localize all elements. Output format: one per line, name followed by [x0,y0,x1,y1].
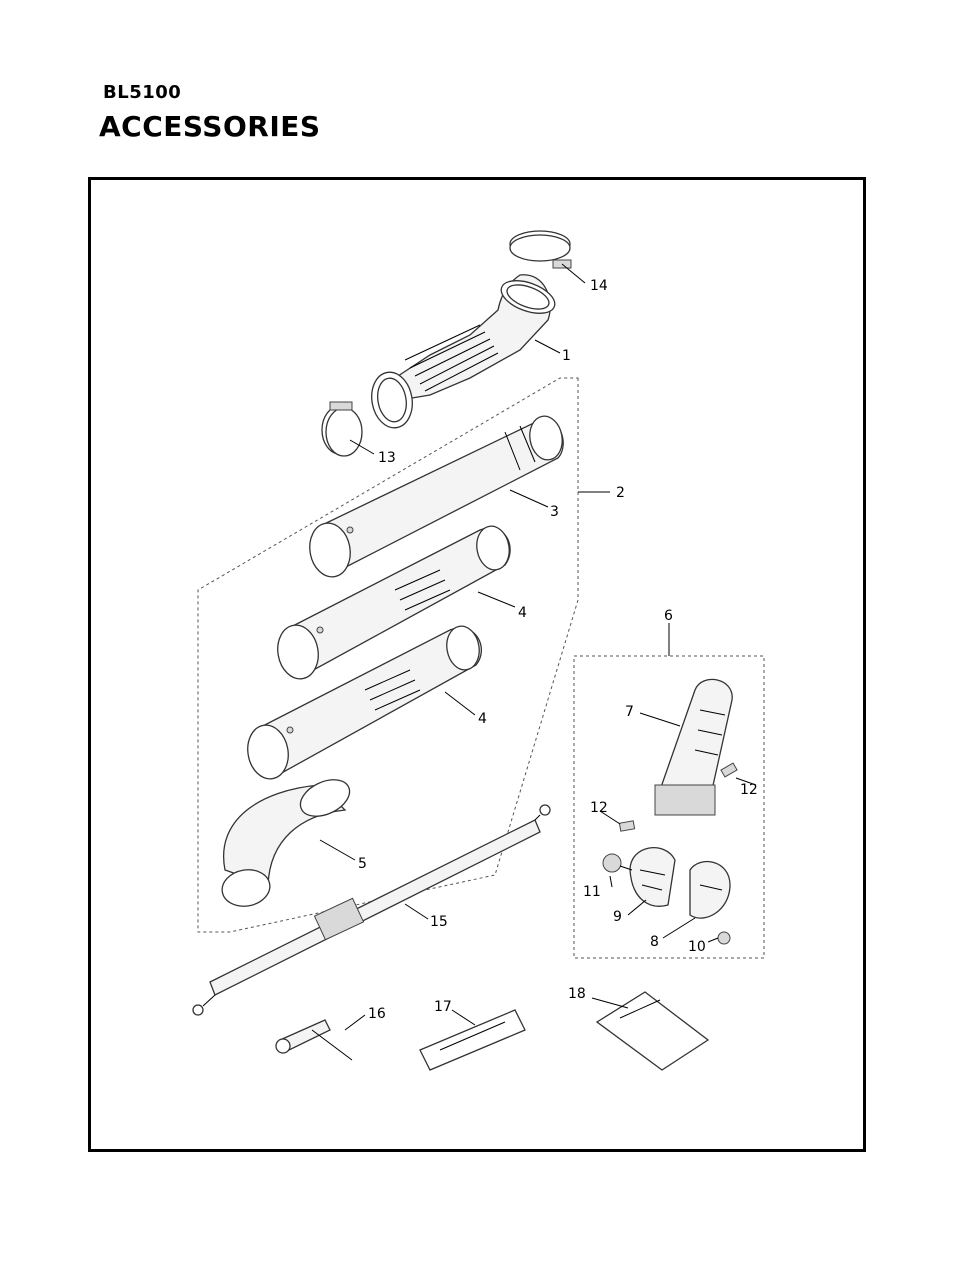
part-10-nut [717,931,731,945]
part-8-clamp-half [689,861,731,919]
callout-13: 13 [378,450,396,466]
callout-10: 10 [688,939,706,955]
callout-11: 11 [583,884,601,900]
part-18-owner-manual [595,991,710,1071]
part-17-decal-sheet [419,1009,526,1071]
callout-15: 15 [430,914,448,930]
part-1-flex-pipe [371,274,556,429]
callout-7: 7 [625,704,634,720]
leader-lines [319,263,757,1031]
part-7-handle [654,678,733,816]
part-5-curved-nozzle [221,779,351,907]
callout-12-left: 12 [590,800,608,816]
part-3-pipe [309,415,564,578]
callout-16: 16 [368,1006,386,1022]
callout-17: 17 [434,999,452,1015]
callout-2: 2 [616,485,625,501]
part-14-hose-clamp [509,230,572,269]
callout-4-lower: 4 [478,711,487,727]
callout-3: 3 [550,504,559,520]
part-4-slotted-pipe-lower [247,625,482,780]
part-11-knob [602,853,633,873]
callout-9: 9 [613,909,622,925]
callout-5: 5 [358,856,367,872]
part-12-screw-left [618,820,636,832]
callout-1: 1 [562,348,571,364]
callout-12-right: 12 [740,782,758,798]
page-title: ACCESSORIES [99,110,321,143]
part-13-hose-clamp [321,401,363,457]
part-15-shoulder-strap [192,804,551,1016]
part-9-clamp-half [629,847,676,907]
model-number: BL5100 [103,82,182,103]
callout-8: 8 [650,934,659,950]
callout-6: 6 [664,608,673,624]
part-12-screw-right [720,762,738,778]
diagram-frame [88,177,866,1152]
callout-14: 14 [590,278,608,294]
callout-4-upper: 4 [518,605,527,621]
callout-18: 18 [568,986,586,1002]
part-4-slotted-pipe-upper [277,525,511,680]
part-16-plug-wrench [275,1019,353,1061]
